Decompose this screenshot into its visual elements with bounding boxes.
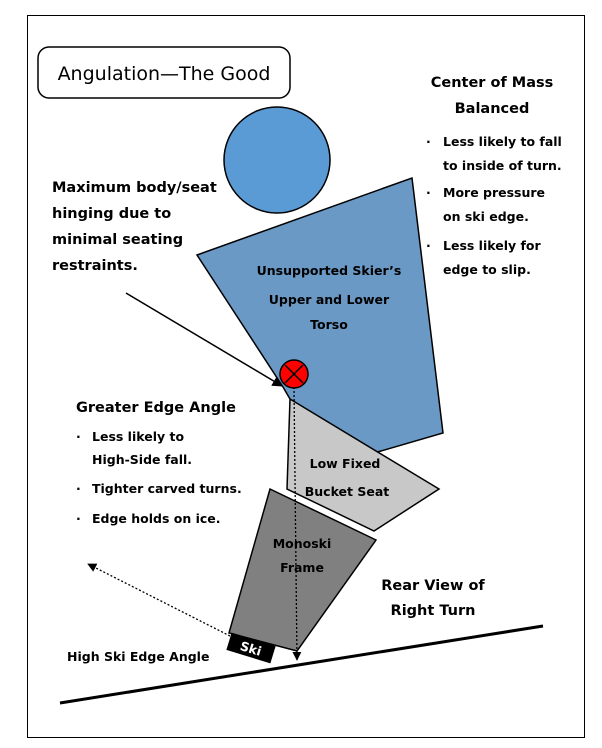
ski-shape: Ski xyxy=(226,632,276,664)
bullet-dot: · xyxy=(426,185,431,200)
com-bullet-1-line-2: to inside of turn. xyxy=(443,158,562,173)
com-bullet-1-line-1: Less likely to fall xyxy=(443,134,562,149)
edge-bullet-1-line-1: Less likely to xyxy=(92,429,184,444)
center-of-mass-vertical-arrow xyxy=(292,386,302,661)
head-circle xyxy=(223,106,331,214)
bucket-seat-shape xyxy=(286,397,441,532)
hinge-pointer-arrow xyxy=(125,292,283,387)
hinging-note-line-4: restraints. xyxy=(52,258,138,274)
edge-bullet-3-line-1: Edge holds on ice. xyxy=(92,511,221,526)
high-edge-label: High Ski Edge Angle xyxy=(67,649,209,664)
center-of-mass-heading-2: Balanced xyxy=(455,101,530,117)
seat-label-1: Low Fixed xyxy=(310,456,381,471)
edge-bullet-1-line-2: High-Side fall. xyxy=(92,452,192,467)
rear-view-label-2: Right Turn xyxy=(391,603,476,619)
bullet-dot: · xyxy=(76,511,81,526)
hinging-note-line-2: hinging due to xyxy=(52,206,171,222)
hinging-note-line-3: minimal seating xyxy=(52,232,183,248)
ski-label: Ski xyxy=(238,638,263,659)
torso-label-2: Upper and Lower xyxy=(269,292,390,307)
torso-label-3: Torso xyxy=(310,317,348,332)
bullet-dot: · xyxy=(76,481,81,496)
frame-label-1: Monoski xyxy=(273,536,332,551)
hinge-point-icon xyxy=(279,359,309,389)
com-bullet-3-line-2: edge to slip. xyxy=(443,262,531,277)
edge-bullet-2-line-1: Tighter carved turns. xyxy=(92,481,242,496)
frame-label-2: Frame xyxy=(280,560,324,575)
slope-line xyxy=(59,624,544,705)
com-bullet-2-line-2: on ski edge. xyxy=(443,209,529,224)
com-bullet-3-line-1: Less likely for xyxy=(443,238,542,253)
rear-view-label-1: Rear View of xyxy=(381,578,485,594)
com-bullet-2-line-1: More pressure xyxy=(443,185,545,200)
title-text: Angulation—The Good xyxy=(58,63,271,85)
title-box xyxy=(37,46,291,99)
bullet-dot: · xyxy=(76,429,81,444)
hinging-note-line-1: Maximum body/seat xyxy=(52,180,217,196)
bullet-dot: · xyxy=(426,238,431,253)
center-of-mass-heading-1: Center of Mass xyxy=(431,75,554,91)
page-border xyxy=(27,15,585,738)
seat-label-2: Bucket Seat xyxy=(305,484,390,499)
bullet-dot: · xyxy=(426,134,431,149)
torso-label-1: Unsupported Skier’s xyxy=(257,263,402,278)
edge-angle-heading: Greater Edge Angle xyxy=(76,400,236,416)
edge-angle-arrow xyxy=(87,563,231,637)
